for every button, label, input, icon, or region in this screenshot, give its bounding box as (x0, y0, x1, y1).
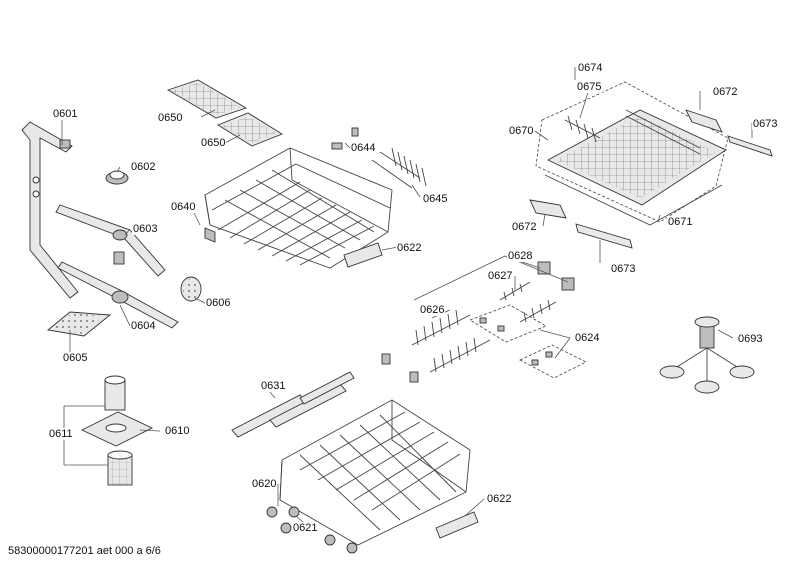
rail-top (685, 109, 723, 133)
spray-head (659, 316, 755, 394)
label-0673-lower: 0673 (610, 263, 637, 275)
label-0604: 0604 (130, 320, 157, 332)
upper-basket (204, 147, 393, 269)
label-0693: 0693 (737, 333, 764, 345)
label-0650-lower: 0650 (200, 137, 227, 149)
supply-pipe (21, 121, 79, 299)
cutlery-tray-1 (166, 79, 248, 119)
label-0670: 0670 (508, 125, 535, 137)
label-0622-lower: 0622 (486, 493, 513, 505)
diagram-footer-reference: 58300000177201 aet 000 a 6/6 (8, 545, 161, 557)
label-0628: 0628 (507, 250, 534, 262)
basket-wheels (266, 506, 358, 554)
tine-rack-1 (411, 309, 491, 373)
lower-basket (279, 399, 471, 546)
rack-holder (381, 261, 575, 383)
label-0640: 0640 (170, 201, 197, 213)
third-rack (535, 81, 729, 226)
spray-arm-nut (105, 170, 129, 185)
rack-insert (371, 147, 427, 189)
label-0624: 0624 (574, 332, 601, 344)
label-0675: 0675 (576, 81, 603, 93)
label-0627: 0627 (487, 270, 514, 282)
label-0610: 0610 (164, 425, 191, 437)
label-0644: 0644 (350, 142, 377, 154)
label-0605: 0605 (62, 352, 89, 364)
basket-clip (331, 127, 359, 150)
basket-handle-lower (435, 511, 479, 539)
label-0602: 0602 (130, 161, 157, 173)
label-0601: 0601 (52, 108, 79, 120)
strip-right (727, 135, 773, 157)
label-0673-right: 0673 (752, 118, 779, 130)
tine-rack-2 (499, 281, 557, 323)
label-0622-upper: 0622 (396, 242, 423, 254)
label-0631: 0631 (260, 380, 287, 392)
label-0606: 0606 (205, 297, 232, 309)
lower-tine-rows (231, 371, 355, 438)
lower-spray-arm (57, 261, 179, 329)
label-0626: 0626 (419, 304, 446, 316)
label-0611: 0611 (48, 428, 74, 440)
micro-filter (107, 450, 133, 486)
label-0603: 0603 (132, 223, 159, 235)
rail-left (529, 199, 567, 219)
filter-disc (180, 276, 202, 302)
label-0671: 0671 (667, 216, 694, 228)
strip-lower (575, 223, 633, 249)
label-0645: 0645 (422, 193, 449, 205)
filter-assembly (80, 375, 154, 447)
label-0672-left: 0672 (511, 221, 538, 233)
spray-plate (46, 311, 112, 337)
basket-handle-upper (343, 242, 383, 268)
upper-spray-arm (55, 204, 166, 277)
cutlery-tray-2 (217, 112, 283, 147)
label-0674: 0674 (577, 62, 604, 74)
label-0620: 0620 (251, 478, 278, 490)
label-0621: 0621 (292, 522, 319, 534)
clip-set (469, 304, 587, 379)
label-0650-upper: 0650 (157, 112, 184, 124)
label-0672-top: 0672 (712, 86, 739, 98)
